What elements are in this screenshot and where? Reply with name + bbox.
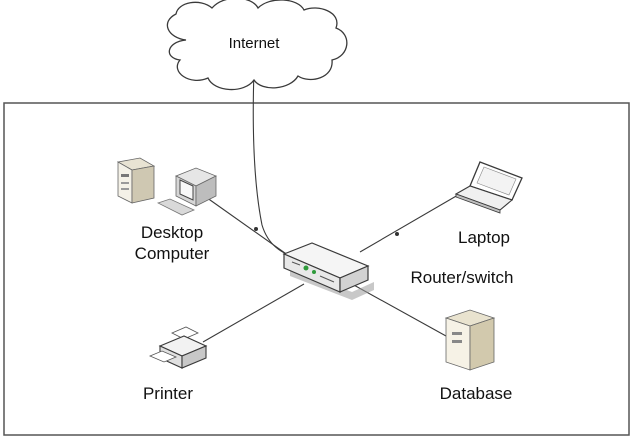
printer-label: Printer	[143, 384, 193, 403]
link-desktop-router	[202, 194, 293, 259]
laptop-icon	[454, 161, 523, 214]
connections	[202, 69, 459, 343]
tower-icon	[116, 157, 156, 204]
router-label: Router/switch	[411, 268, 514, 287]
link-printer-router	[202, 283, 305, 343]
desktop-label-line1: Desktop	[141, 223, 203, 242]
lan-boundary-box	[3, 102, 630, 436]
internet-label: Internet	[229, 35, 281, 52]
server-icon	[444, 309, 496, 371]
router-led	[303, 265, 309, 271]
connection-dot	[254, 227, 258, 231]
database: Database	[440, 309, 513, 403]
laptop: Laptop	[454, 161, 523, 247]
connection-dots	[254, 227, 399, 236]
keyboard-icon	[156, 198, 195, 216]
internet-cloud: Internet	[166, 0, 348, 91]
laptop-label: Laptop	[458, 228, 510, 247]
router-icon	[282, 242, 374, 300]
cloud-icon	[166, 0, 348, 91]
link-laptop-router	[359, 194, 459, 253]
connection-dot	[395, 232, 399, 236]
monitor-icon	[175, 167, 217, 207]
link-internet-router	[252, 69, 297, 258]
desktop-label-line2: Computer	[135, 244, 210, 263]
database-label: Database	[440, 384, 513, 403]
printer: Printer	[143, 326, 208, 403]
desktop-computer: Desktop Computer	[116, 157, 217, 263]
printer-icon	[148, 326, 208, 369]
router-switch: Router/switch	[282, 242, 514, 300]
